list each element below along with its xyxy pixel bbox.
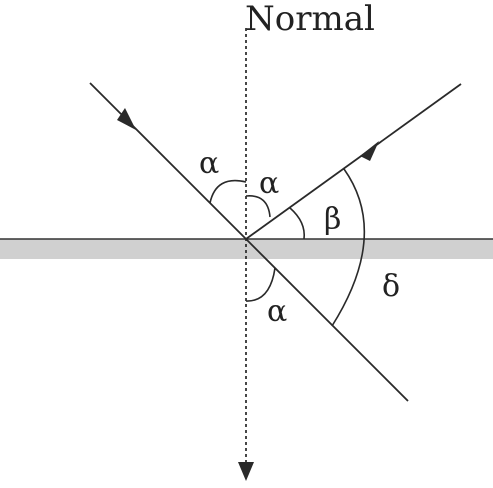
beta-arc	[289, 207, 306, 240]
reflected-ray-arrowhead	[360, 141, 379, 161]
alpha-reflected-label: α	[259, 166, 279, 201]
delta-label: δ	[382, 269, 400, 304]
alpha-lower-arc	[245, 267, 276, 302]
alpha-incident-label: α	[199, 146, 219, 181]
alpha-incident-arc	[209, 179, 247, 204]
incident-ray-arrowhead	[117, 108, 136, 130]
alpha-reflected-arc	[245, 195, 271, 218]
beta-label: β	[324, 202, 341, 237]
incident-ray	[89, 82, 409, 402]
mirror-surface	[0, 239, 493, 259]
alpha-lower-label: α	[267, 294, 287, 329]
normal-arrowhead	[238, 462, 254, 481]
normal-label: Normal	[245, 0, 375, 39]
delta-arc	[331, 168, 366, 327]
reflected-ray	[245, 83, 462, 240]
